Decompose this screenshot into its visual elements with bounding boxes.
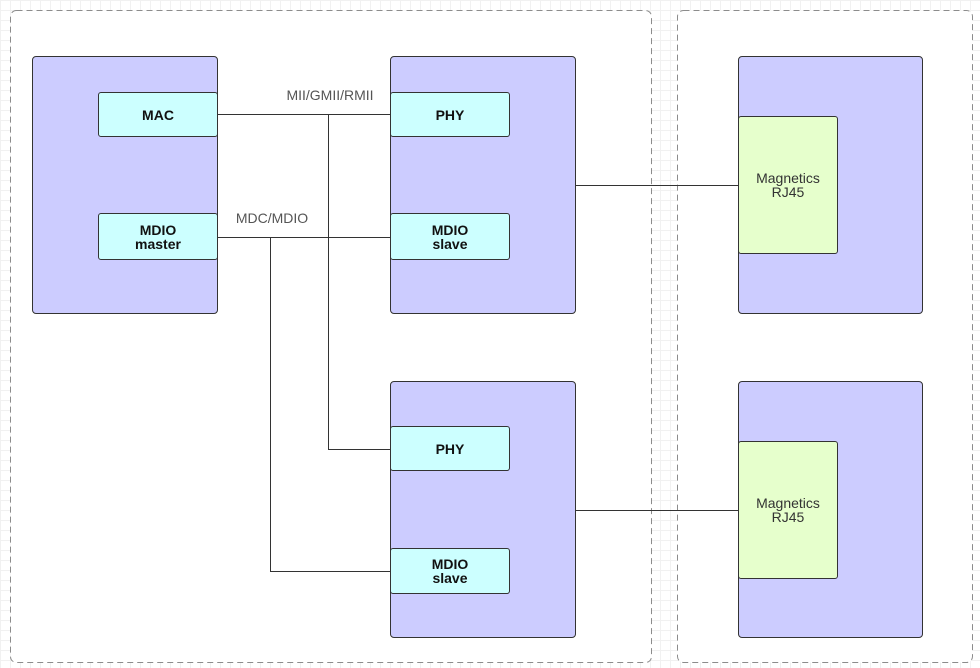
line-side-block-2: Magnetics RJ45	[738, 381, 923, 638]
mdio-slave-label-line2: slave	[432, 235, 468, 252]
magnetics-rj45-1: Magnetics RJ45	[738, 116, 838, 254]
mac-port: MAC	[98, 92, 218, 137]
phy-device-block-2: PHY MDIO slave	[390, 381, 576, 638]
phy-port-2: PHY	[390, 426, 510, 471]
line-side-block-1: Magnetics RJ45	[738, 56, 923, 314]
management-bus-branch-to-mdio-slave-2	[270, 237, 390, 572]
mac-port-label: MAC	[142, 106, 174, 123]
mdio-slave-port-2: MDIO slave	[390, 548, 510, 594]
data-bus-branch-to-phy-2	[328, 114, 390, 450]
phy-port-1: PHY	[390, 92, 510, 137]
mdio-slave-port-1: MDIO slave	[390, 213, 510, 260]
data-bus-label: MII/GMII/RMII	[286, 87, 374, 103]
mdio-master-label-line1: MDIO	[139, 221, 177, 238]
magnetics-label-line1: Magnetics	[756, 495, 820, 511]
magnetics-label-line2: RJ45	[771, 184, 805, 200]
mdio-slave-label-line2: slave	[432, 570, 468, 586]
phy-port-label: PHY	[435, 440, 465, 457]
mdio-master-label-line2: master	[135, 235, 181, 252]
mdio-slave-label-line1: MDIO	[431, 221, 469, 238]
management-bus-label: MDC/MDIO	[235, 210, 309, 226]
mdio-slave-label-line1: MDIO	[431, 556, 469, 572]
magnetics-label-line1: Magnetics	[756, 170, 820, 186]
magnetics-rj45-2: Magnetics RJ45	[738, 441, 838, 579]
mdio-master-port: MDIO master	[98, 213, 218, 260]
phy-device-block-1: PHY MDIO slave	[390, 56, 576, 314]
magnetics-label-line2: RJ45	[771, 509, 805, 525]
mac-device-block: MAC MDIO master	[32, 56, 218, 314]
phy-port-label: PHY	[435, 106, 465, 123]
